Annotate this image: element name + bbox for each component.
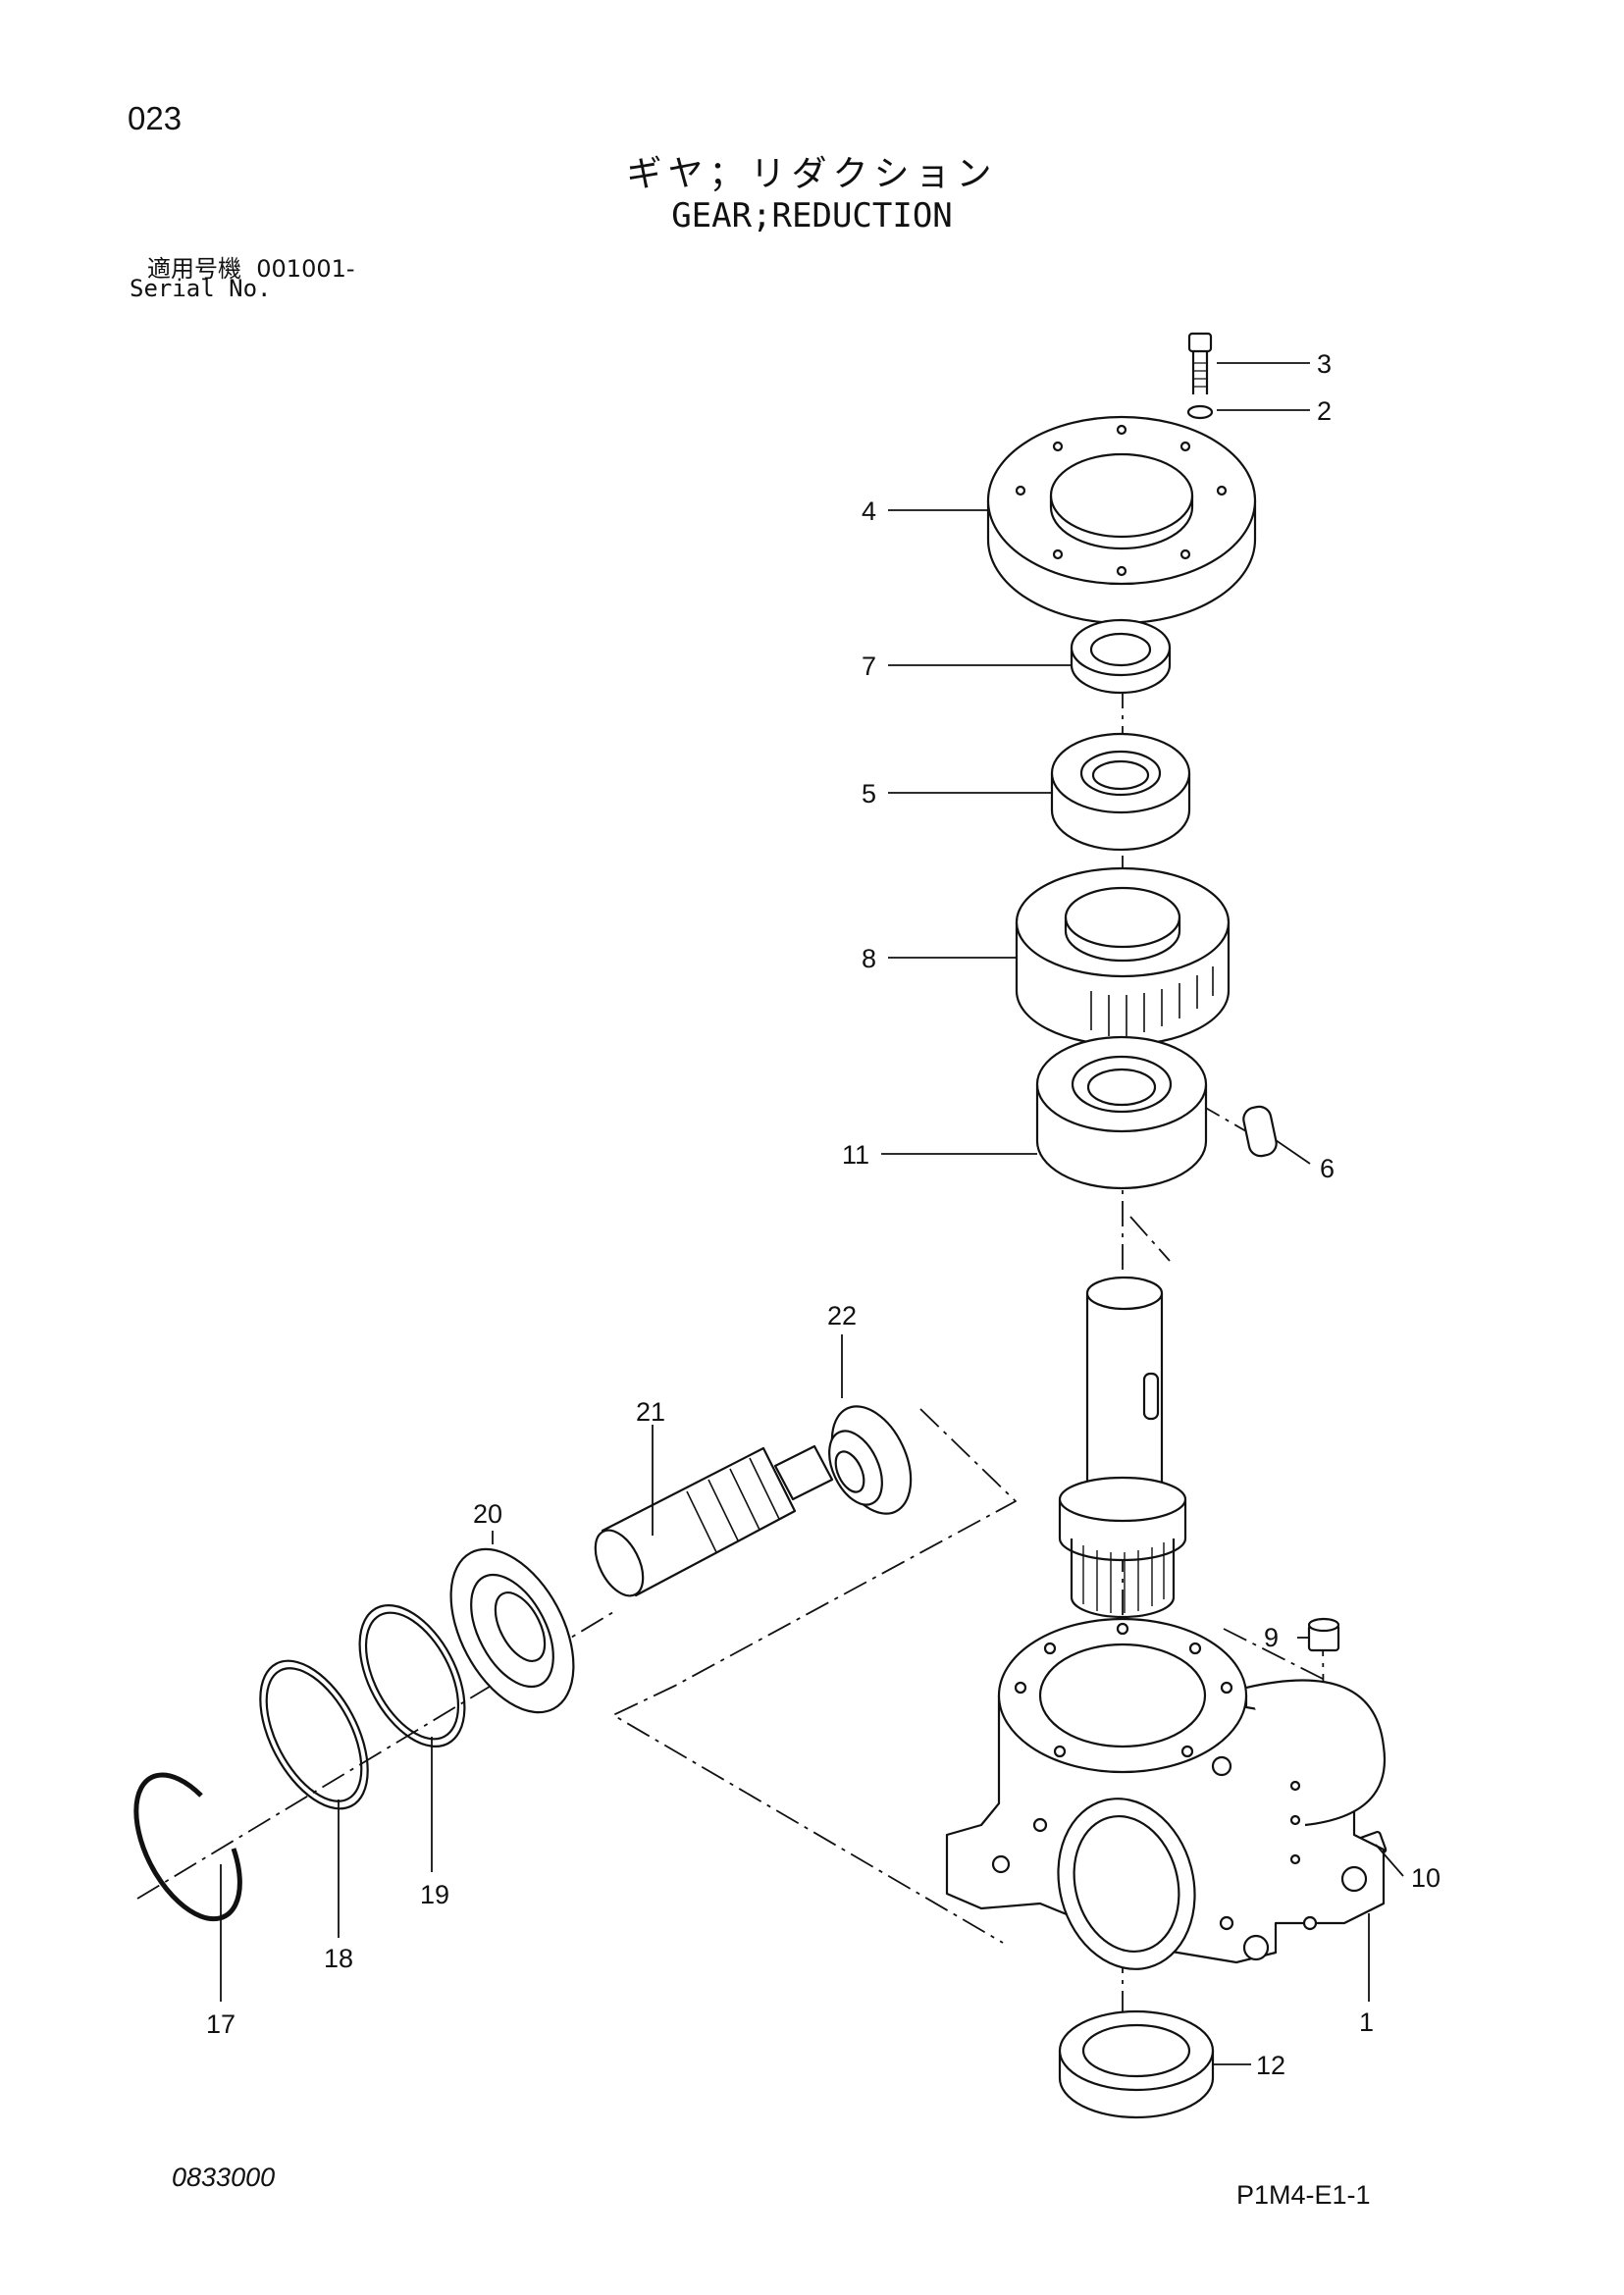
callout-10: 10: [1411, 1863, 1441, 1893]
serial-value: 001001-: [256, 255, 355, 283]
part-9-plug: [1307, 1617, 1340, 1652]
part-2-washer: [1186, 404, 1214, 420]
worm-shaft: [1058, 1276, 1187, 1619]
callout-7: 7: [862, 652, 876, 681]
serial-label-en: Serial No.: [130, 275, 272, 302]
callout-5: 5: [862, 779, 876, 808]
part-17-snap-ring: [133, 1772, 242, 1922]
part-20-bearing: [449, 1547, 575, 1714]
title-english: GEAR;REDUCTION: [671, 196, 953, 235]
callout-6: 6: [1320, 1154, 1335, 1183]
page-reference: P1M4-E1-1: [1236, 2180, 1371, 2210]
callout-4: 4: [862, 496, 876, 526]
part-3-bolt: [1187, 332, 1213, 394]
page-number: 023: [128, 100, 183, 136]
part-1-housing: [945, 1617, 1387, 1970]
part-8-worm-wheel: [1015, 866, 1231, 1047]
callout-leaders: [220, 362, 1404, 2065]
callout-19: 19: [420, 1880, 449, 1909]
callout-17: 17: [206, 2009, 236, 2039]
callout-2: 2: [1317, 396, 1332, 426]
callout-20: 20: [473, 1499, 502, 1529]
callout-labels: 1 2 3 4 5 6 7 8 9 10 11 12 17 18 19 20 2…: [206, 349, 1441, 2080]
callout-8: 8: [862, 944, 876, 973]
part-12-seal: [1058, 2009, 1215, 2119]
callout-22: 22: [827, 1301, 857, 1330]
callout-1: 1: [1359, 2008, 1374, 2037]
callout-11: 11: [842, 1140, 869, 1170]
part-18-ring: [259, 1659, 369, 1810]
part-22-bearing: [828, 1405, 913, 1515]
serial-label-jp: 適用号機: [147, 255, 241, 283]
document-code: 0833000: [172, 2163, 276, 2192]
part-6-key: [1242, 1105, 1278, 1158]
title-japanese: ギヤ；リダクション: [626, 154, 998, 194]
callout-21: 21: [636, 1397, 665, 1427]
part-4-cover-plate: [986, 415, 1257, 625]
callout-3: 3: [1317, 349, 1332, 379]
part-7-lock-nut: [1070, 618, 1172, 695]
part-19-ring: [358, 1603, 466, 1748]
part-21-worm: [594, 1444, 834, 1597]
callout-9: 9: [1264, 1623, 1279, 1652]
callout-12: 12: [1256, 2051, 1285, 2080]
serial-applicable-row: 適用号機 001001-: [147, 249, 355, 284]
part-11-bearing: [1035, 1035, 1208, 1190]
callout-18: 18: [324, 1944, 353, 1973]
part-5-bearing: [1050, 732, 1191, 852]
